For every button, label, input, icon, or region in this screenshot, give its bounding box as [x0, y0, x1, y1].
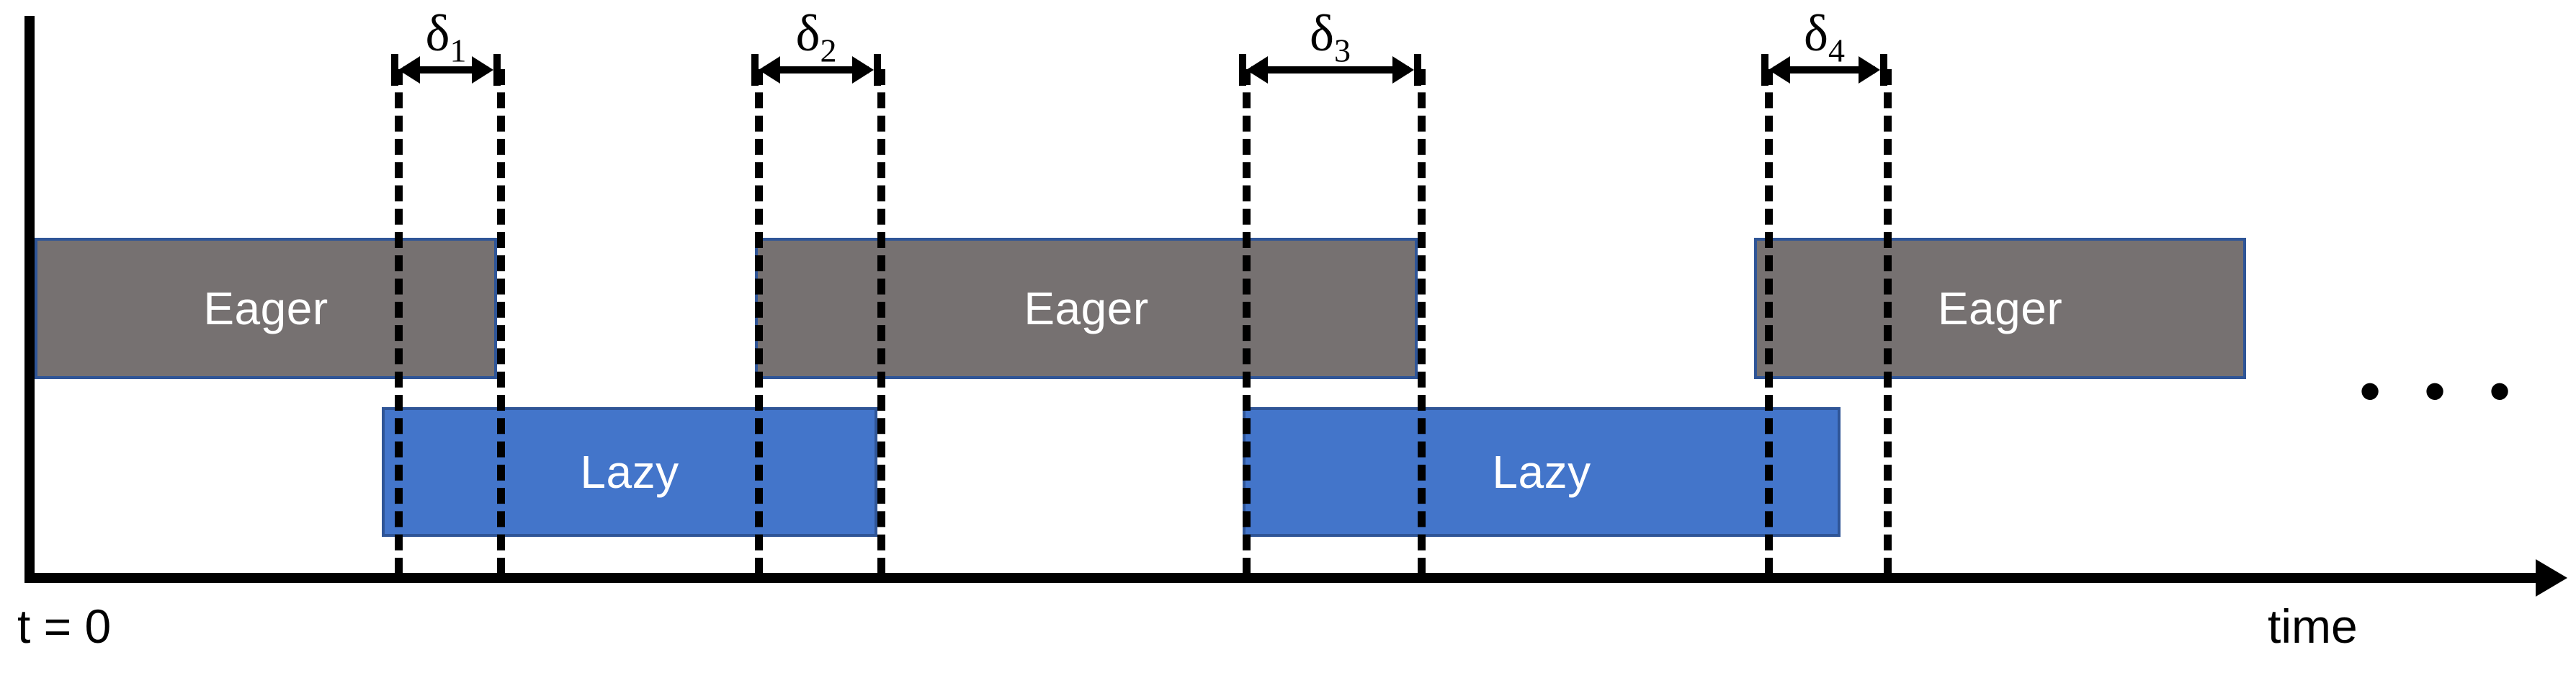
time-axis-arrow-icon: [2536, 559, 2567, 597]
vertical-axis: [24, 16, 35, 582]
time-axis-label: time: [2268, 600, 2358, 653]
delta-2-subscript: 2: [820, 32, 837, 69]
delta-1-bar: [403, 66, 488, 74]
delta-4-subscript: 4: [1828, 32, 1845, 69]
delta-4-symbol: δ: [1804, 4, 1828, 62]
time-axis-line: [24, 573, 2539, 583]
delta-4-label: δ4: [1765, 7, 1884, 67]
delta-3-symbol: δ: [1310, 4, 1334, 62]
delta-4-bar: [1774, 66, 1875, 74]
boundary-dash-5: [1243, 69, 1251, 574]
eager-segment-3[interactable]: Eager: [1754, 238, 2246, 379]
delta-1-arrow-left-icon: [398, 56, 420, 84]
delta-3-cap-right: [1414, 54, 1421, 86]
lazy-segment-label: Lazy: [1492, 446, 1591, 498]
delta-4-cap-right: [1880, 54, 1887, 86]
delta-1-arrow-right-icon: [472, 56, 493, 84]
eager-segment-label: Eager: [203, 282, 328, 334]
origin-label: t = 0: [17, 600, 112, 653]
eager-segment-label: Eager: [1024, 282, 1149, 334]
boundary-dash-4: [877, 69, 885, 574]
delta-4-arrow-right-icon: [1859, 56, 1880, 84]
delta-3-bar: [1251, 66, 1409, 74]
delta-3-label: δ3: [1243, 7, 1418, 67]
delta-3-cap-left: [1239, 54, 1246, 86]
boundary-dash-7: [1765, 69, 1773, 574]
boundary-dash-1: [395, 69, 403, 574]
delta-1-subscript: 1: [450, 32, 467, 69]
delta-4-arrow-left-icon: [1768, 56, 1790, 84]
delta-3-arrow-right-icon: [1392, 56, 1414, 84]
delta-3-arrow-left-icon: [1246, 56, 1268, 84]
delta-2-symbol: δ: [795, 4, 820, 62]
delta-3-subscript: 3: [1333, 32, 1351, 69]
delta-4-cap-left: [1761, 54, 1768, 86]
delta-2-cap-right: [874, 54, 881, 86]
eager-segment-2[interactable]: Eager: [755, 238, 1418, 379]
boundary-dash-6: [1418, 69, 1426, 574]
eager-segment-1[interactable]: Eager: [35, 238, 497, 379]
delta-2-arrow-right-icon: [852, 56, 874, 84]
boundary-dash-2: [497, 69, 505, 574]
delta-2-cap-left: [751, 54, 759, 86]
boundary-dash-3: [755, 69, 763, 574]
delta-1-cap-left: [391, 54, 398, 86]
delta-1-symbol: δ: [425, 4, 450, 62]
delta-2-bar: [764, 66, 869, 74]
delta-2-label: δ2: [755, 7, 877, 67]
eager-segment-label: Eager: [1937, 282, 2063, 334]
delta-1-label: δ1: [395, 7, 497, 67]
boundary-dash-8: [1884, 69, 1892, 574]
lazy-segment-1[interactable]: Lazy: [382, 407, 877, 537]
lazy-segment-2[interactable]: Lazy: [1243, 407, 1841, 537]
delta-1-cap-right: [493, 54, 501, 86]
continuation-ellipsis: • • •: [2359, 357, 2524, 426]
delta-2-arrow-left-icon: [759, 56, 780, 84]
lazy-segment-label: Lazy: [580, 446, 679, 498]
